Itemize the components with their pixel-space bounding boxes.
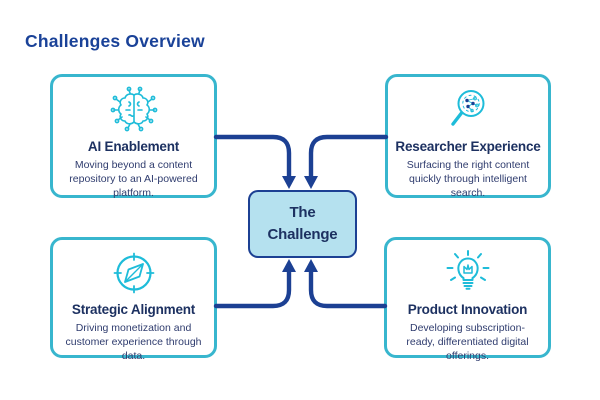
card-title: AI Enablement bbox=[87, 139, 180, 154]
center-challenge-label: The Challenge bbox=[267, 204, 338, 243]
connector-bottom-left bbox=[213, 268, 292, 309]
magnifier-network-icon bbox=[451, 90, 485, 126]
ai-brain-icon bbox=[110, 86, 157, 132]
connector-bottom-right bbox=[308, 268, 388, 309]
center-challenge-box: The Challenge bbox=[248, 190, 357, 258]
page-title: Challenges Overview bbox=[25, 31, 205, 51]
card-ai-enablement: AI Enablement Moving beyond a content re… bbox=[50, 74, 217, 199]
connector-top-right bbox=[308, 134, 389, 180]
card-product-innovation: Product Innovation Developing subscripti… bbox=[384, 237, 551, 362]
card-description: Developing subscription-ready, different… bbox=[406, 322, 529, 362]
lightbulb-icon bbox=[446, 250, 489, 290]
card-title: Researcher Experience bbox=[395, 139, 541, 154]
compass-icon bbox=[113, 252, 154, 294]
arrowhead-down-left bbox=[282, 176, 296, 189]
arrowhead-up-left bbox=[282, 259, 296, 272]
arrowhead-down-right bbox=[304, 176, 318, 189]
card-strategic-alignment: Strategic Alignment Driving monetization… bbox=[50, 237, 217, 362]
arrowhead-up-right bbox=[304, 259, 318, 272]
card-title: Strategic Alignment bbox=[71, 302, 196, 317]
card-description: Surfacing the right content quickly thro… bbox=[406, 159, 530, 199]
connector-top-left bbox=[213, 134, 292, 180]
card-title: Product Innovation bbox=[407, 302, 528, 317]
card-description: Driving monetization and customer experi… bbox=[65, 322, 202, 362]
card-description: Moving beyond a content repository to an… bbox=[69, 159, 198, 199]
card-researcher-experience: Researcher Experience Surfacing the righ… bbox=[385, 74, 551, 199]
